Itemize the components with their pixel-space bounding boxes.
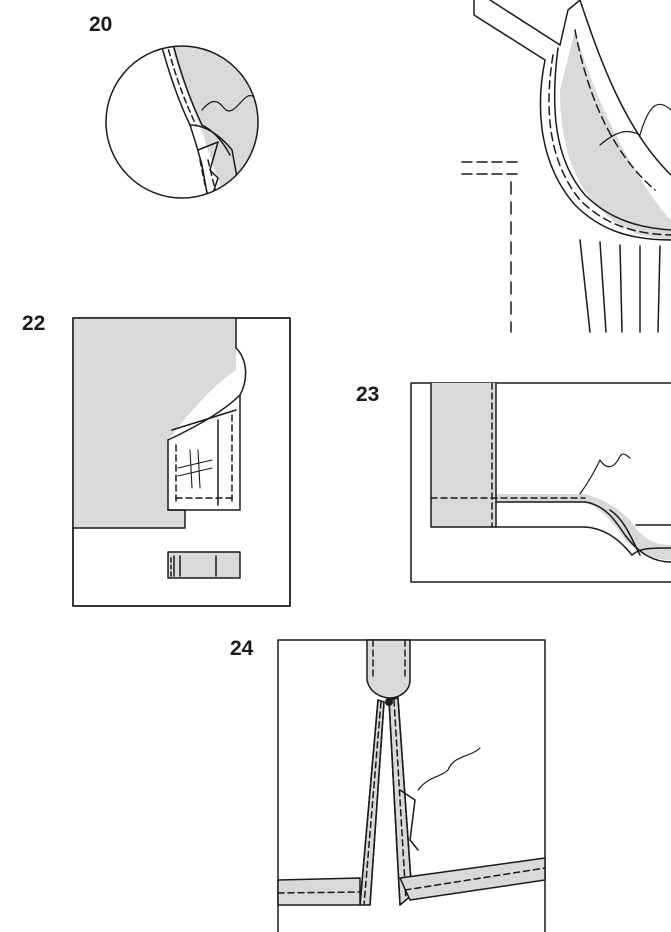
figure-21-curved-binding <box>461 0 671 333</box>
figure-number-22: 22 <box>22 312 46 335</box>
figure-number-23: 23 <box>356 383 380 406</box>
figure-number-20: 20 <box>89 13 113 36</box>
figure-number-24: 24 <box>230 637 254 660</box>
figure-22-pocket-detail <box>72 317 291 607</box>
figure-24-slit-binding <box>277 639 546 932</box>
figure-23-corner-binding <box>410 382 671 583</box>
figure-20-circle-detail <box>105 45 259 199</box>
